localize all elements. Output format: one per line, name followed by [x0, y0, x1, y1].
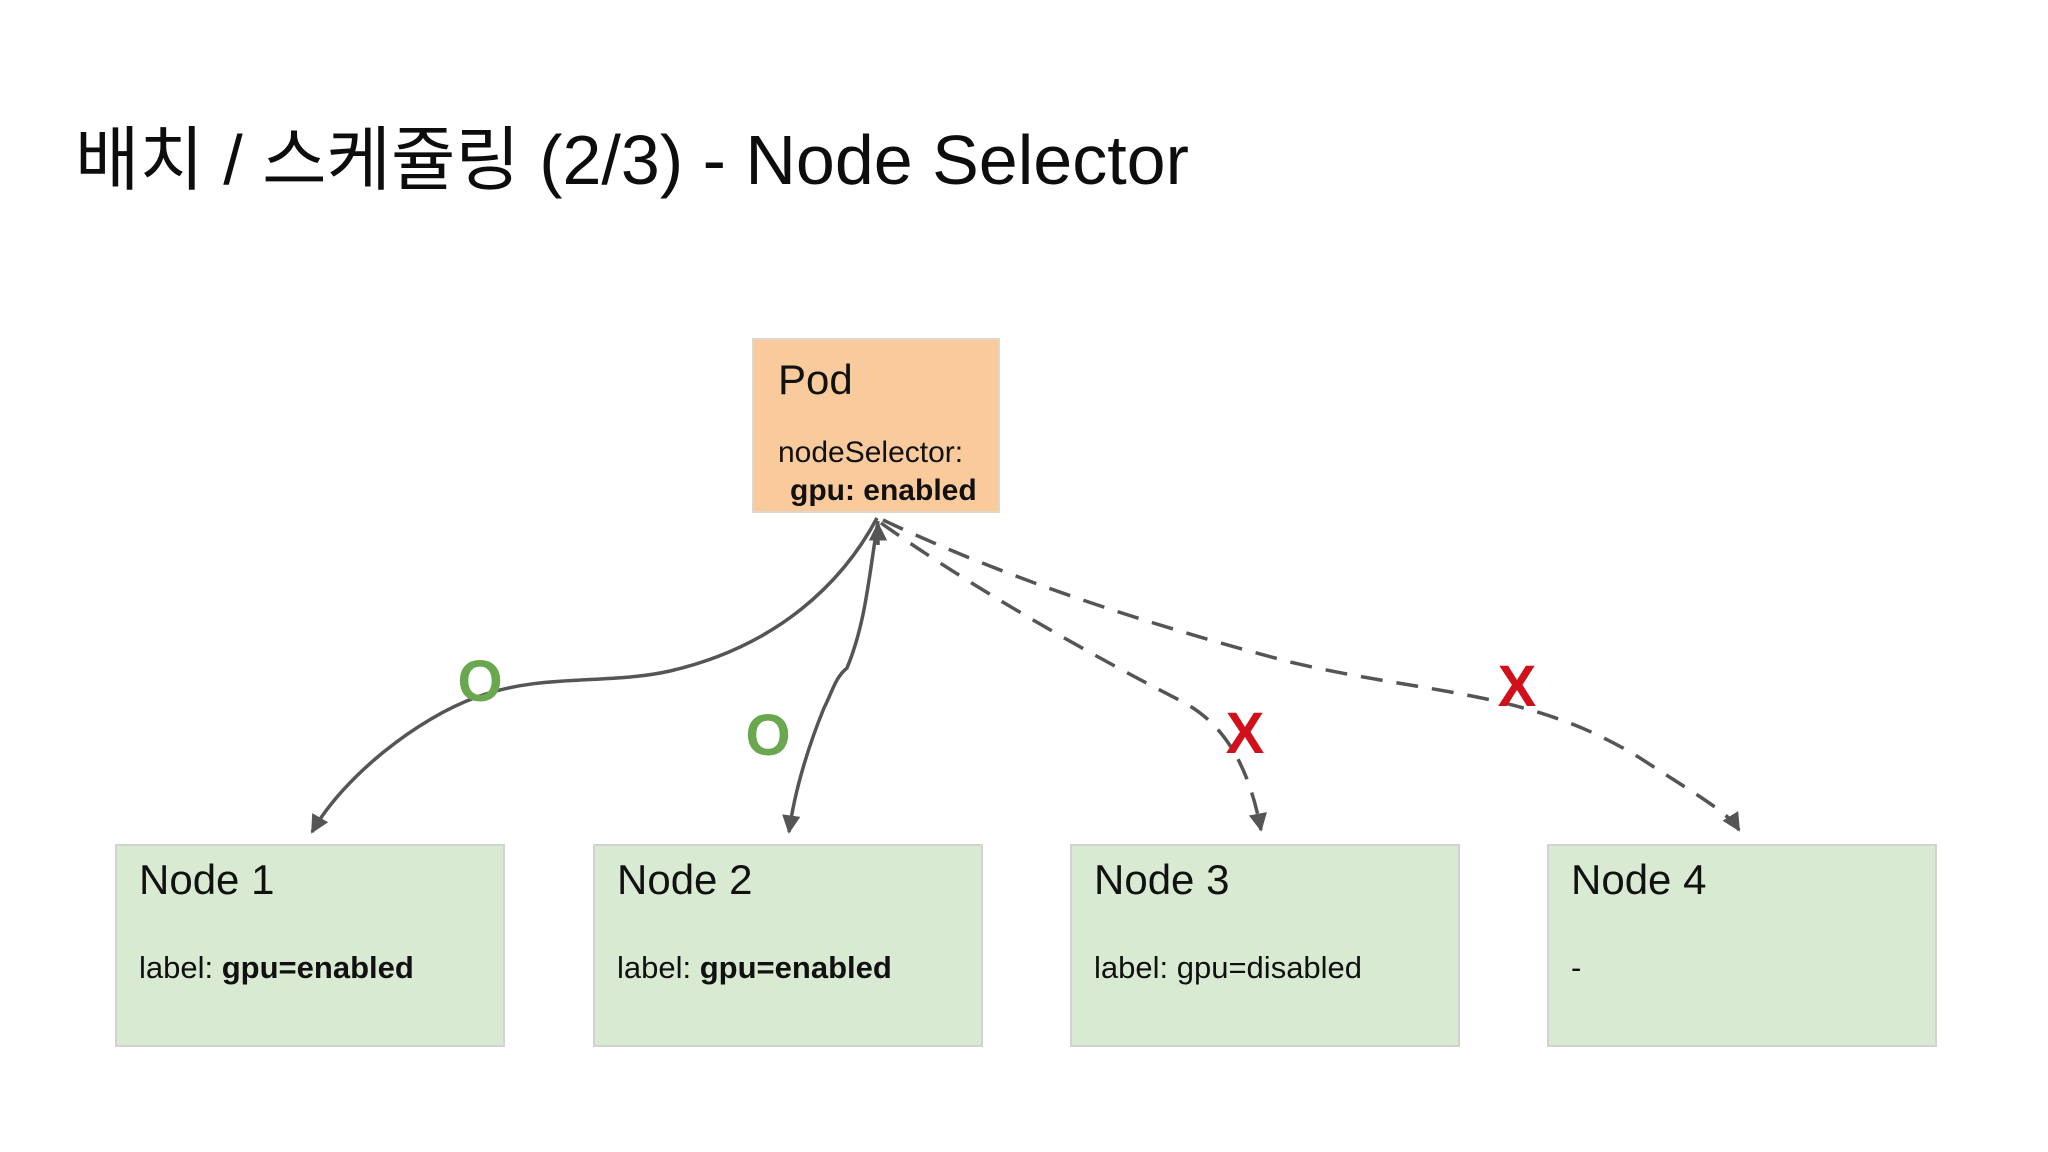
slide-title: 배치 / 스케쥴링 (2/3) - Node Selector — [75, 121, 1189, 199]
node-4-label-value: - — [1571, 950, 1582, 985]
pod-selector: nodeSelector: gpu: enabled — [778, 434, 977, 510]
pod-box: Pod nodeSelector: gpu: enabled — [752, 338, 1000, 513]
node-3-title: Node 3 — [1094, 856, 1230, 903]
node-1-label-value: gpu=enabled — [221, 950, 414, 985]
node-3-label-prefix: label: — [1094, 950, 1177, 985]
edge-pod-node4 — [882, 518, 1741, 832]
mismatch-mark-node4: X — [1497, 654, 1537, 719]
pod-selector-key: nodeSelector: — [778, 436, 964, 469]
edge-pod-node1 — [310, 517, 879, 834]
node-2-label-prefix: label: — [617, 950, 700, 985]
node-4-box: Node 4 - — [1547, 844, 1937, 1047]
mismatch-mark-node3: X — [1225, 701, 1265, 766]
node-2-label: label: gpu=enabled — [617, 950, 892, 986]
edge-pod-node2 — [782, 520, 880, 834]
node-2-label-value: gpu=enabled — [699, 950, 892, 985]
node-1-label-prefix: label: — [139, 950, 222, 985]
node-1-title: Node 1 — [139, 856, 275, 903]
edge-pod-node3 — [879, 521, 1267, 832]
node-4-label: - — [1571, 950, 1581, 986]
pod-title: Pod — [778, 356, 853, 403]
pod-selector-value: gpu: enabled — [790, 474, 977, 507]
node-4-title: Node 4 — [1571, 856, 1707, 903]
match-mark-node1: O — [457, 649, 503, 714]
node-2-title: Node 2 — [617, 856, 753, 903]
node-2-box: Node 2 label: gpu=enabled — [593, 844, 983, 1047]
node-3-box: Node 3 label: gpu=disabled — [1070, 844, 1460, 1047]
node-1-label: label: gpu=enabled — [139, 950, 414, 986]
node-3-label: label: gpu=disabled — [1094, 950, 1362, 986]
node-3-label-value: gpu=disabled — [1176, 950, 1363, 985]
match-mark-node2: O — [745, 703, 791, 768]
node-1-box: Node 1 label: gpu=enabled — [115, 844, 505, 1047]
